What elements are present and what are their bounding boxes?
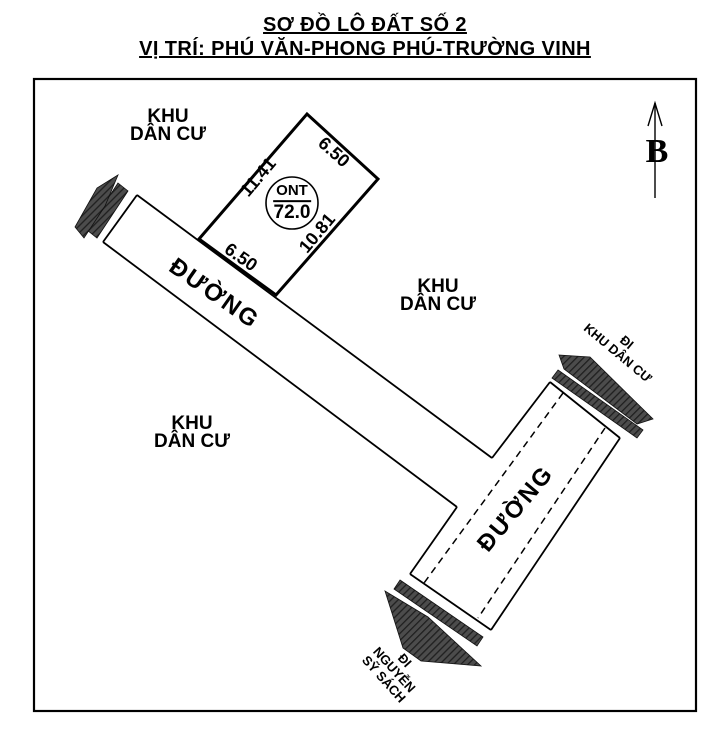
region-label-top-left: KHU DÂN CƯ: [130, 106, 206, 145]
map-border: [32, 77, 698, 713]
region-label-line: KHU: [417, 276, 459, 297]
page-subtitle: VỊ TRÍ: PHÚ VĂN-PHONG PHÚ-TRƯỜNG VINH: [139, 38, 591, 60]
road-exit-arrow-bottom-icon: [384, 590, 483, 667]
road-exit-arrow-top-right-icon: [558, 354, 654, 425]
road-end-bars: [86, 182, 644, 647]
road-exit-arrow-top-left-icon: [74, 174, 119, 239]
region-label-line: DÂN CƯ: [130, 124, 206, 145]
road-centerline-left: [423, 392, 564, 584]
parcel-label-circle: [265, 176, 319, 230]
north-arrow-icon: [647, 100, 663, 198]
road-cross: [409, 381, 621, 631]
road-diagonal: [102, 194, 493, 508]
road-exit-arrows: [74, 174, 654, 667]
region-label-middle: KHU DÂN CƯ: [400, 276, 476, 315]
road-end-bar-bottom: [393, 579, 484, 647]
region-label-line: DÂN CƯ: [400, 294, 476, 315]
parcel-area: 72.0: [273, 201, 311, 223]
road-end-bar-top-right: [551, 369, 644, 439]
road-centerline-right: [477, 427, 606, 619]
region-label-line: DÂN CƯ: [154, 431, 230, 452]
page-title: SƠ ĐỒ LÔ ĐẤT SỐ 2: [263, 14, 467, 36]
region-label-line: KHU: [171, 413, 213, 434]
parcel-land-use-code: ONT: [273, 183, 311, 202]
parcel-tag: ONT 72.0: [273, 183, 311, 223]
region-label-bottom-left: KHU DÂN CƯ: [154, 413, 230, 452]
north-label: B: [645, 133, 669, 170]
region-label-line: KHU: [147, 106, 189, 127]
